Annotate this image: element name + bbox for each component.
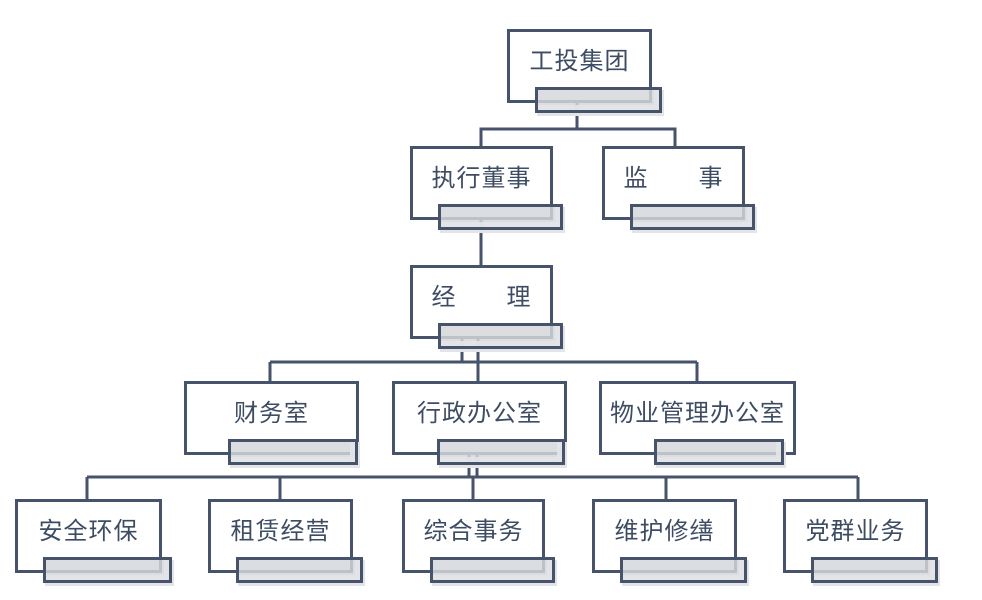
org-node-label: 综合事务 bbox=[423, 517, 524, 545]
org-node-general-affairs: 综合事务 bbox=[402, 499, 555, 583]
node-shadow bbox=[535, 87, 662, 113]
node-shadow bbox=[654, 439, 784, 465]
org-node-label: 行政办公室 bbox=[417, 399, 542, 427]
node-shadow bbox=[437, 439, 565, 465]
org-node-finance-office: 财务室 bbox=[184, 381, 359, 465]
org-node-supervisor: 监 事 bbox=[602, 146, 755, 230]
node-shadow bbox=[430, 557, 555, 583]
node-shadow bbox=[438, 204, 563, 230]
org-node-party-mass-affairs: 党群业务 bbox=[783, 499, 938, 583]
org-node-safety-environment: 安全环保 bbox=[15, 499, 172, 583]
org-node-label: 财务室 bbox=[234, 399, 309, 427]
org-node-label: 执行董事 bbox=[431, 164, 532, 192]
org-node-label: 经 理 bbox=[431, 283, 532, 311]
connector-level2-split bbox=[479, 127, 677, 148]
org-node-maintenance-repair: 维护修缮 bbox=[592, 499, 747, 583]
org-node-executive-director: 执行董事 bbox=[410, 146, 563, 230]
node-shadow bbox=[236, 557, 363, 583]
node-shadow bbox=[228, 439, 358, 465]
node-shadow bbox=[620, 557, 747, 583]
org-node-admin-office: 行政办公室 bbox=[392, 381, 567, 465]
org-node-label: 租赁经营 bbox=[230, 517, 331, 545]
org-node-manager: 经 理 bbox=[410, 265, 563, 349]
org-node-gongtou-group: 工投集团 bbox=[507, 29, 662, 113]
node-shadow bbox=[811, 557, 938, 583]
org-node-label: 安全环保 bbox=[38, 517, 139, 545]
org-node-label: 监 事 bbox=[623, 164, 724, 192]
org-node-property-mgmt-office: 物业管理办公室 bbox=[599, 381, 796, 465]
org-node-label: 党群业务 bbox=[805, 517, 906, 545]
node-shadow bbox=[438, 323, 563, 349]
node-shadow bbox=[630, 204, 755, 230]
org-node-label: 工投集团 bbox=[529, 47, 630, 75]
org-node-label: 维护修缮 bbox=[614, 517, 715, 545]
org-node-label: 物业管理办公室 bbox=[610, 399, 785, 427]
org-node-leasing-operations: 租赁经营 bbox=[208, 499, 363, 583]
node-shadow bbox=[43, 557, 172, 583]
